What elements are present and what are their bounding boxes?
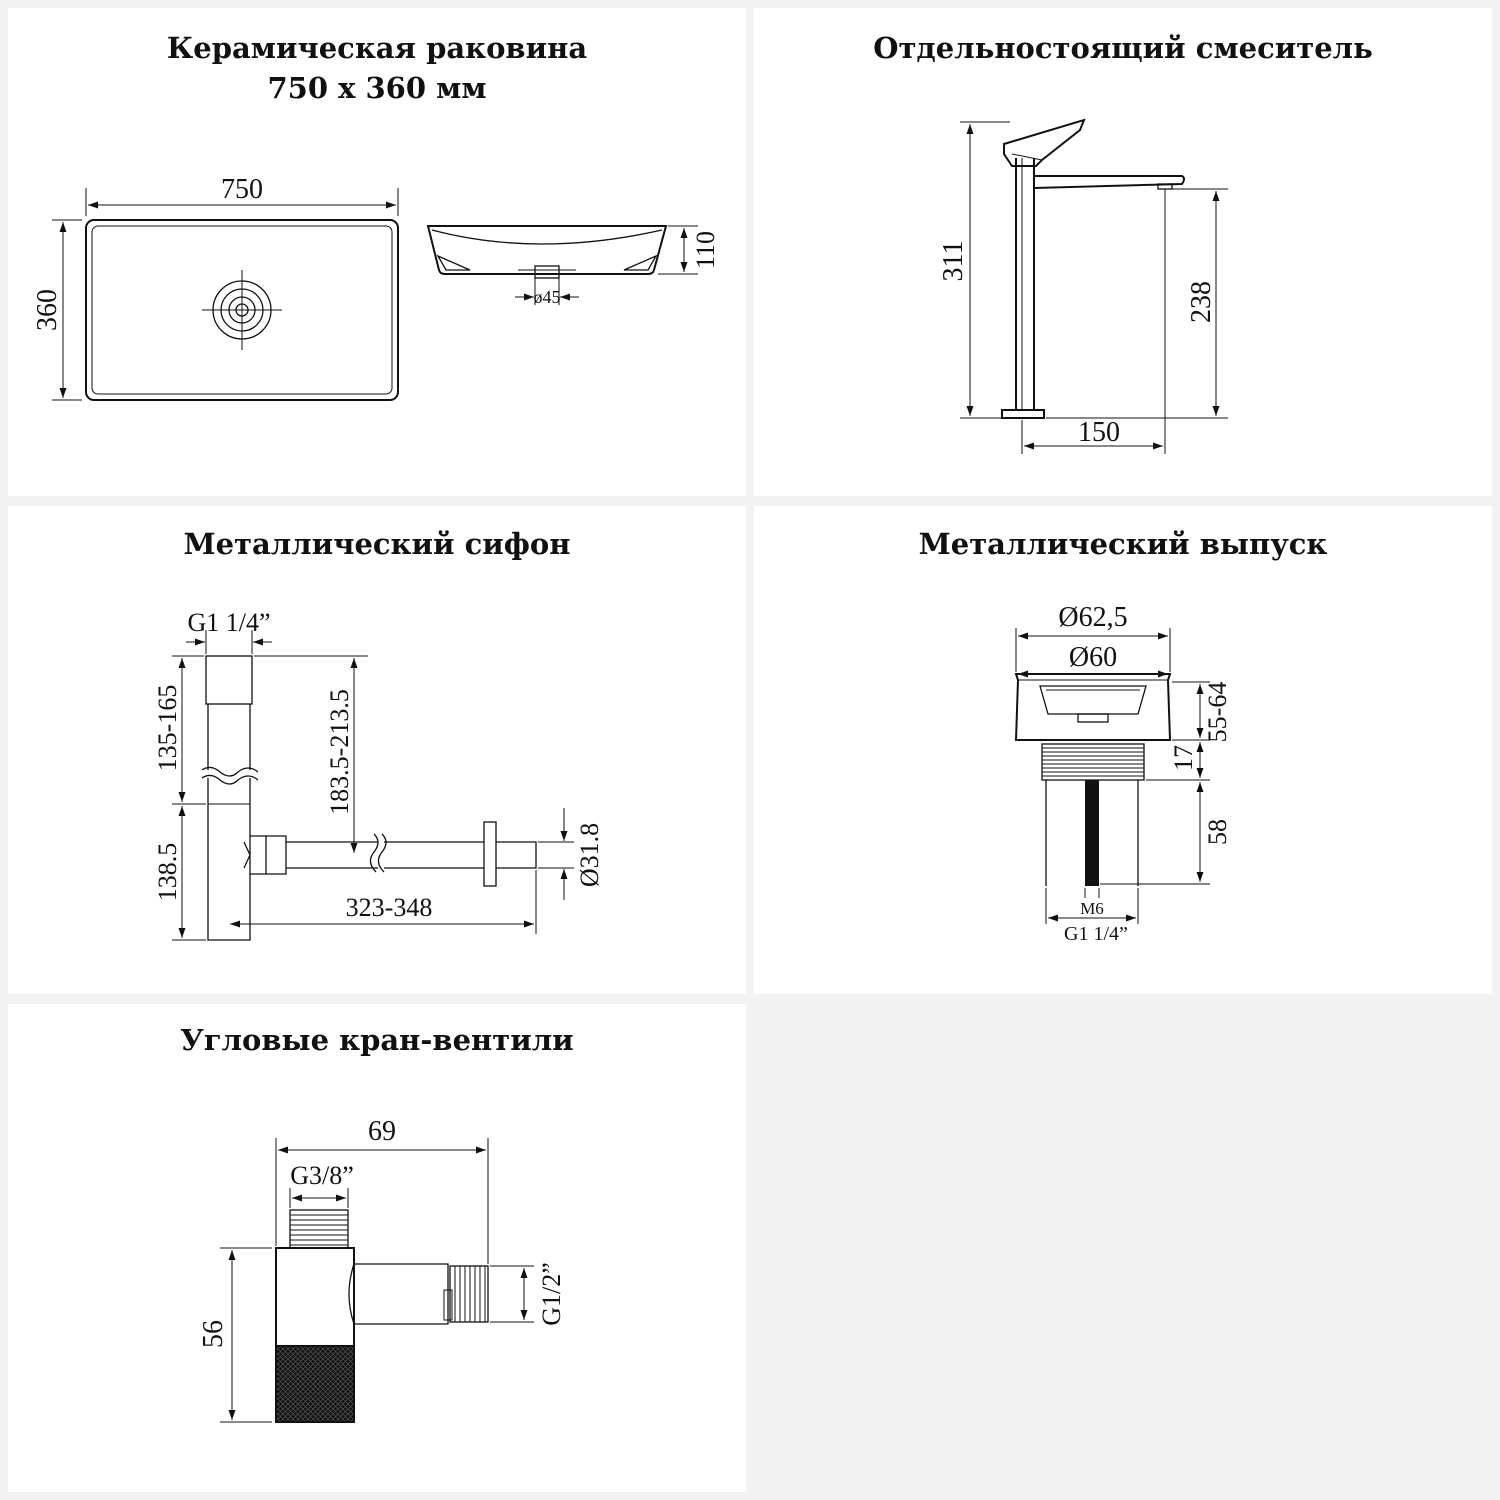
outlet-body xyxy=(1045,780,1139,886)
sink-side-drain xyxy=(534,265,560,279)
valve-title: Угловые кран-вентили xyxy=(180,1023,574,1057)
siphon-drawing: G1 1/4” 135-165 138.5 183.5-213.5 323-34… xyxy=(153,608,604,941)
outlet-screw xyxy=(1085,780,1099,886)
outlet-inner-diameter-label: Ø60 xyxy=(1069,642,1117,673)
siphon-length-label: 323-348 xyxy=(346,893,433,922)
sink-depth-label: 360 xyxy=(32,289,63,331)
siphon-upper-label: 135-165 xyxy=(153,685,182,772)
panel-mixer: Отдельностоящий смеситель 311 238 150 xyxy=(754,8,1492,496)
outlet-title: Металлический выпуск xyxy=(918,527,1328,561)
sink-drain-label: ø45 xyxy=(534,287,561,307)
sink-side-bowl xyxy=(431,229,663,245)
valve-length-label: 69 xyxy=(368,1116,396,1147)
outlet-body-height-label: 58 xyxy=(1203,819,1232,845)
valve-inlet-thread-label: G3/8” xyxy=(290,1161,354,1190)
valve-body xyxy=(275,1247,355,1347)
sink-top-view-outline xyxy=(85,219,399,401)
siphon-drop-label: 183.5-213.5 xyxy=(325,689,354,815)
sink-height-label: 110 xyxy=(691,231,720,269)
valve-height-label: 56 xyxy=(198,1320,229,1348)
panel-valve: Угловые кран-вентили xyxy=(8,1004,746,1492)
outlet-thread-label: G1 1/4” xyxy=(1064,923,1128,945)
mixer-reach-label: 150 xyxy=(1078,417,1120,448)
valve-handle xyxy=(275,1345,355,1423)
mixer-height-label: 311 xyxy=(938,241,969,282)
mixer-spout-height-label: 238 xyxy=(1186,281,1217,323)
mixer-base xyxy=(1001,409,1045,419)
sink-title-line1: Керамическая раковина xyxy=(166,31,588,65)
outlet-thread-height-label: 17 xyxy=(1169,745,1198,771)
valve-drawing: 69 G3/8” 56 G1/2” xyxy=(198,1116,566,1423)
outlet-outer-diameter-label: Ø62,5 xyxy=(1058,602,1127,633)
sink-top-view-inner xyxy=(91,225,393,395)
siphon-diameter-label: Ø31.8 xyxy=(575,823,604,887)
mixer-drawing: 311 238 150 xyxy=(938,118,1228,454)
siphon-lower-tube xyxy=(207,778,251,941)
valve-outlet-body xyxy=(354,1263,449,1325)
outlet-flange xyxy=(1014,673,1172,741)
siphon-horizontal-pipe xyxy=(286,841,378,869)
sink-title-line2: 750 x 360 мм xyxy=(267,71,487,105)
siphon-flange xyxy=(483,821,497,887)
siphon-upper-tube xyxy=(207,704,251,770)
mixer-body xyxy=(1015,158,1035,411)
mixer-handle xyxy=(1003,118,1086,167)
outlet-drawing: Ø62,5 Ø60 55-64 17 58 M6 G1 1/4” xyxy=(1014,602,1232,945)
siphon-outlet-pipe xyxy=(496,841,537,869)
siphon-elbow-nut xyxy=(250,835,267,875)
sink-width-label: 750 xyxy=(221,174,263,205)
valve-outlet-thread xyxy=(449,1265,489,1323)
outlet-thread xyxy=(1041,743,1145,781)
outlet-screw-label: M6 xyxy=(1080,899,1104,918)
panel-siphon: Металлический сифон G1 1/4” 135-165 138. xyxy=(8,506,746,994)
panel-outlet: Металлический выпуск Ø62,5 Ø60 xyxy=(754,506,1492,994)
siphon-lower-label: 138.5 xyxy=(153,843,182,902)
outlet-cap xyxy=(1039,685,1147,715)
mixer-spout xyxy=(1033,175,1185,189)
valve-outlet-thread-label: G1/2” xyxy=(537,1262,566,1326)
sink-side-view-outline xyxy=(426,225,668,275)
siphon-thread-label: G1 1/4” xyxy=(187,608,270,637)
panel-sink: Керамическая раковина 750 x 360 мм 750 3… xyxy=(8,8,746,496)
mixer-title: Отдельностоящий смеситель xyxy=(873,31,1373,65)
drain-top-view xyxy=(202,270,282,350)
siphon-title: Металлический сифон xyxy=(183,527,571,561)
outlet-range-label: 55-64 xyxy=(1203,682,1232,743)
valve-inlet-thread xyxy=(289,1209,349,1249)
siphon-top-nut xyxy=(205,655,253,705)
sink-drawing: 750 360 110 ø45 xyxy=(32,174,720,401)
